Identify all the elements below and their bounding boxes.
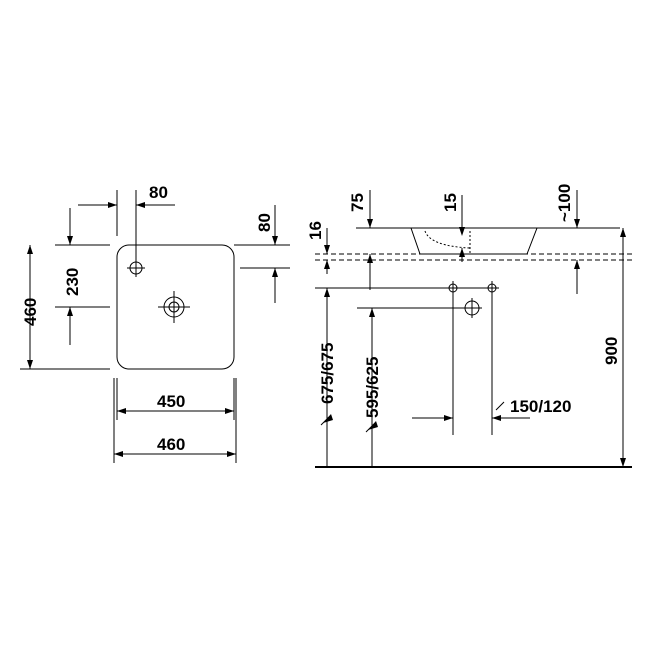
dim-rim-height: 75 (348, 190, 411, 290)
dim-spacing-label: 150/120 (510, 397, 571, 416)
dim-inner-width: 450 (116, 378, 235, 420)
plan-view: 80 80 230 460 (20, 183, 290, 463)
dim-depth-to-waste: 230 (55, 208, 110, 345)
waste-outlet-icon (158, 291, 190, 323)
dim-projection-label: ~100 (555, 184, 574, 222)
dim-depth-to-waste-label: 230 (63, 268, 82, 296)
dim-outer-width-label: 460 (157, 435, 185, 454)
dim-height-a: 675/675 (318, 288, 337, 467)
dim-counter: 16 (306, 221, 330, 274)
waste-connection-icon (357, 298, 482, 318)
supply-connections (315, 281, 499, 435)
elevation-view: 75 16 15 ~100 (306, 184, 632, 468)
dim-outer-width: 460 (113, 378, 237, 463)
dim-tap-offset-x: 80 (78, 183, 175, 260)
dim-wall: 15 (441, 193, 465, 262)
dim-projection: ~100 (537, 184, 620, 294)
dim-rim-height-label: 75 (348, 193, 367, 212)
dim-tap-offset-y-label: 80 (255, 213, 274, 232)
dim-height-a-label: 675/675 (318, 343, 337, 404)
dim-tap-offset-x-label: 80 (149, 183, 168, 202)
dim-wall-label: 15 (441, 193, 460, 212)
basin-section (410, 227, 538, 255)
dim-depth-total-label: 460 (21, 298, 40, 326)
dim-depth-total: 460 (20, 245, 110, 370)
dim-height-b-label: 595/625 (363, 357, 382, 418)
dim-inner-width-label: 450 (157, 392, 185, 411)
dim-height-b: 595/625 (363, 308, 382, 467)
tap-hole-icon (127, 259, 145, 277)
dim-floor-label: 900 (602, 337, 621, 365)
dim-tap-offset-y: 80 (234, 205, 290, 303)
dim-floor: 900 (602, 228, 626, 467)
dim-counter-label: 16 (306, 221, 325, 240)
dim-spacing: 150/120 (412, 397, 571, 421)
basin-outline-plan (116, 244, 235, 370)
